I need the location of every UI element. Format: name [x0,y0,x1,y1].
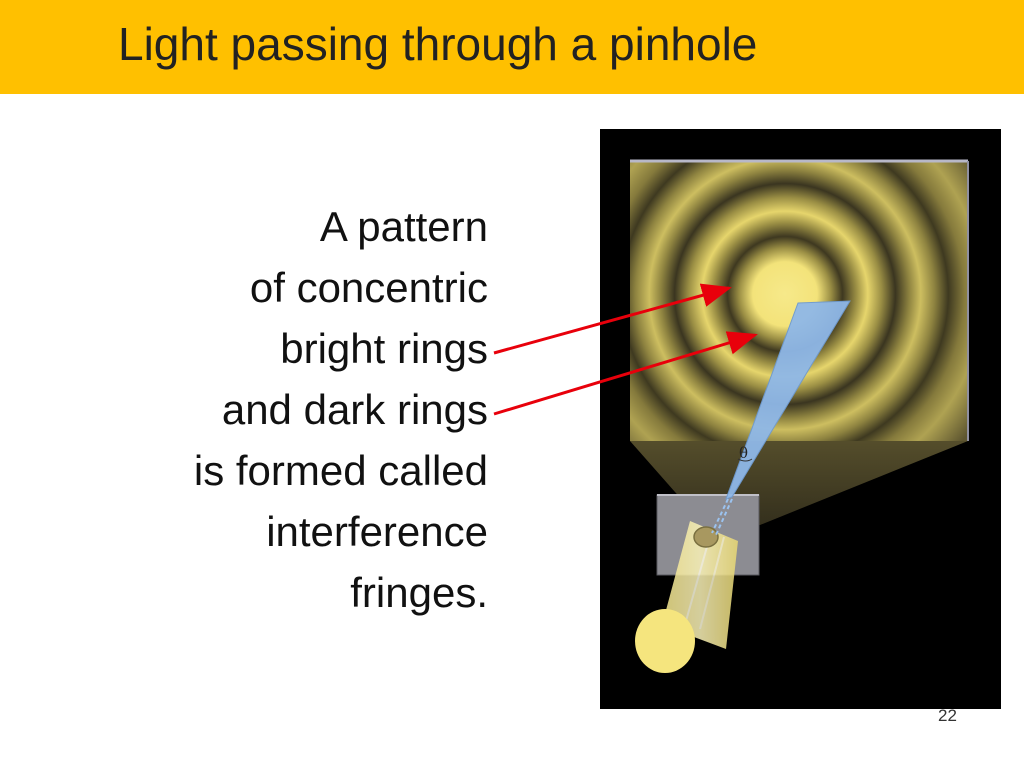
page-number: 22 [938,706,957,725]
pinhole-diffraction-figure: θ [600,129,1001,709]
body-text: A pattern of concentric bright rings and… [194,196,488,623]
diffraction-illustration [630,159,969,673]
body-line: of concentric [249,264,488,311]
body-line: A pattern [319,203,488,250]
body-line: bright rings [280,325,488,372]
pinhole [693,526,719,548]
beam-end-cap [635,609,695,673]
angle-wedge [725,300,851,500]
body-line: is formed called [193,447,488,494]
angle-theta-label: θ [739,444,749,462]
title-bar: Light passing through a pinhole [0,0,1024,94]
body-line: interference [266,508,488,555]
body-line: and dark rings [221,386,488,433]
slide-title: Light passing through a pinhole [118,18,758,70]
body-line: fringes. [350,569,488,616]
fringe-screen [630,161,968,441]
